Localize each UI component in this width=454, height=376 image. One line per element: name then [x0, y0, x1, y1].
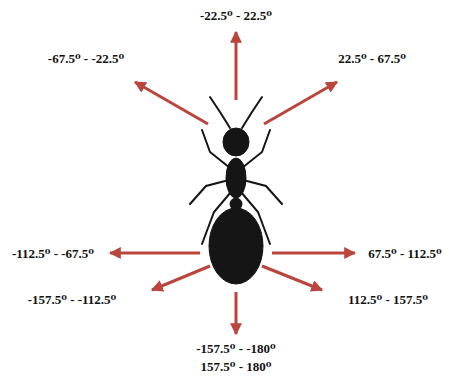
direction-arrow — [264, 82, 337, 124]
ant-antenna — [242, 97, 262, 128]
angle-range-label: 157.5⁰ - 180⁰ — [201, 359, 272, 374]
angle-range-label: -157.5⁰ - -180⁰ — [196, 341, 276, 356]
angle-range-label: -157.5⁰ - -112.5⁰ — [28, 292, 117, 307]
ant-thorax — [226, 158, 246, 198]
ant-abdomen — [209, 208, 263, 284]
ant-antenna — [210, 97, 230, 128]
direction-arrows — [110, 32, 355, 334]
ant-head — [223, 128, 249, 156]
angle-range-label: 112.5⁰ - 157.5⁰ — [348, 292, 428, 307]
direction-arrow — [110, 252, 200, 255]
direction-arrow — [235, 32, 238, 100]
ant-figure — [190, 97, 282, 284]
direction-arrow — [235, 292, 238, 334]
direction-arrow — [135, 82, 208, 124]
angle-range-label: -112.5⁰ - -67.5⁰ — [12, 246, 94, 261]
angle-range-label: -67.5⁰ - -22.5⁰ — [48, 51, 124, 66]
angle-range-label: 67.5⁰ - 112.5⁰ — [368, 246, 442, 261]
direction-arrow — [262, 266, 322, 290]
angle-range-label: 22.5⁰ - 67.5⁰ — [338, 51, 406, 66]
angle-range-label: -22.5⁰ - 22.5⁰ — [200, 8, 272, 23]
direction-arrow — [272, 252, 355, 255]
direction-arrow — [152, 266, 210, 290]
